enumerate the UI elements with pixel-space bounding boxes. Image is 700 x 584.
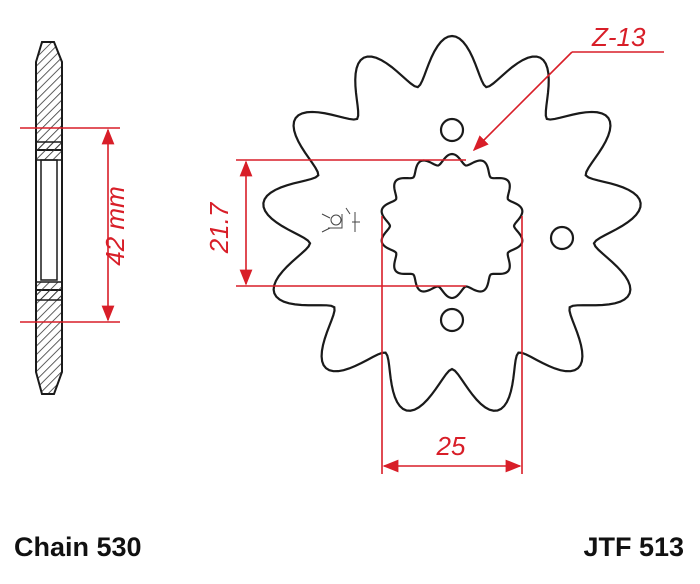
width-dimension: 25 [381,216,523,474]
teeth-count-leader: Z-13 [472,22,664,152]
spline-bore-icon [380,152,524,300]
mounting-hole-icon [549,225,575,251]
mounting-hole-icon [439,307,465,333]
chain-caption: Chain 530 [14,532,142,562]
width-label: 25 [436,431,466,461]
bore-height-dimension: 21.7 [204,159,466,287]
profile-hub-top-hatch [35,141,63,161]
profile-hub-bottom-hatch [35,281,63,301]
sprocket-front-view [262,34,642,412]
mounting-hole-icon [439,117,465,143]
side-profile: 42 mm [20,41,130,395]
teeth-count-label: Z-13 [591,22,646,52]
side-length-label: 42 mm [100,186,130,265]
part-number-caption: JTF 513 [583,532,684,562]
logo-mark-icon [321,207,360,233]
bore-height-label: 21.7 [204,201,234,254]
profile-hub-inner [40,159,58,281]
